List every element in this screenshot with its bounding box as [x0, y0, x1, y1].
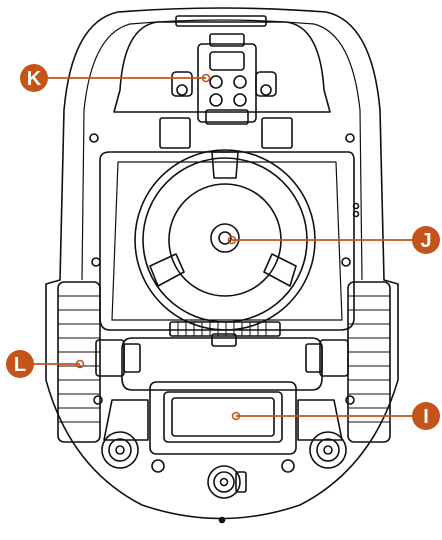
grille-strip	[169, 321, 281, 337]
right-wheel	[305, 281, 391, 443]
screw	[91, 257, 101, 267]
left-bracket	[159, 117, 191, 149]
battery-cover	[149, 381, 297, 455]
center-caster-wheel	[207, 465, 247, 499]
callout-k-badge	[20, 64, 48, 92]
callout-j-badge	[412, 226, 440, 254]
motor-cap	[211, 333, 237, 347]
blade-hub	[210, 223, 240, 253]
left-caster-wheel	[101, 431, 139, 469]
rear-dot	[218, 516, 226, 524]
top-connector-block	[197, 33, 257, 125]
callout-k: K	[20, 64, 211, 92]
callout-l-label: L	[14, 354, 26, 376]
blade-right	[263, 253, 297, 287]
blade-top	[211, 151, 239, 179]
inner-shell	[81, 19, 363, 281]
left-terminal	[171, 71, 193, 97]
screw	[341, 257, 351, 267]
screw	[93, 395, 103, 405]
outer-shell	[45, 7, 399, 520]
callout-j-label: J	[420, 230, 431, 252]
callout-i-label: I	[423, 406, 429, 428]
right-terminal	[255, 71, 277, 97]
callout-i-badge	[412, 402, 440, 430]
deck-vent-1	[352, 202, 360, 210]
callout-j: J	[227, 226, 440, 254]
screw	[151, 459, 165, 473]
callout-i: I	[231, 402, 440, 430]
deck-inner	[111, 161, 343, 321]
grille-teeth	[177, 322, 267, 336]
screw	[281, 459, 295, 473]
left-rear-bracket	[103, 399, 149, 441]
callout-k-label: K	[27, 68, 42, 90]
left-wheel	[57, 281, 141, 443]
callout-l-badge	[6, 350, 34, 378]
deck-frame	[99, 151, 355, 331]
callout-l: L	[6, 350, 85, 378]
top-bay-slot	[175, 15, 267, 27]
right-caster-wheel	[309, 431, 347, 469]
top-bay	[113, 21, 331, 113]
screw	[89, 133, 99, 143]
blade-left	[149, 253, 185, 287]
deck-vent-2	[352, 210, 360, 218]
right-rear-bracket	[297, 399, 343, 441]
blade-hub-center	[218, 231, 232, 245]
right-bracket	[261, 117, 293, 149]
screw	[345, 133, 355, 143]
screw	[345, 395, 355, 405]
